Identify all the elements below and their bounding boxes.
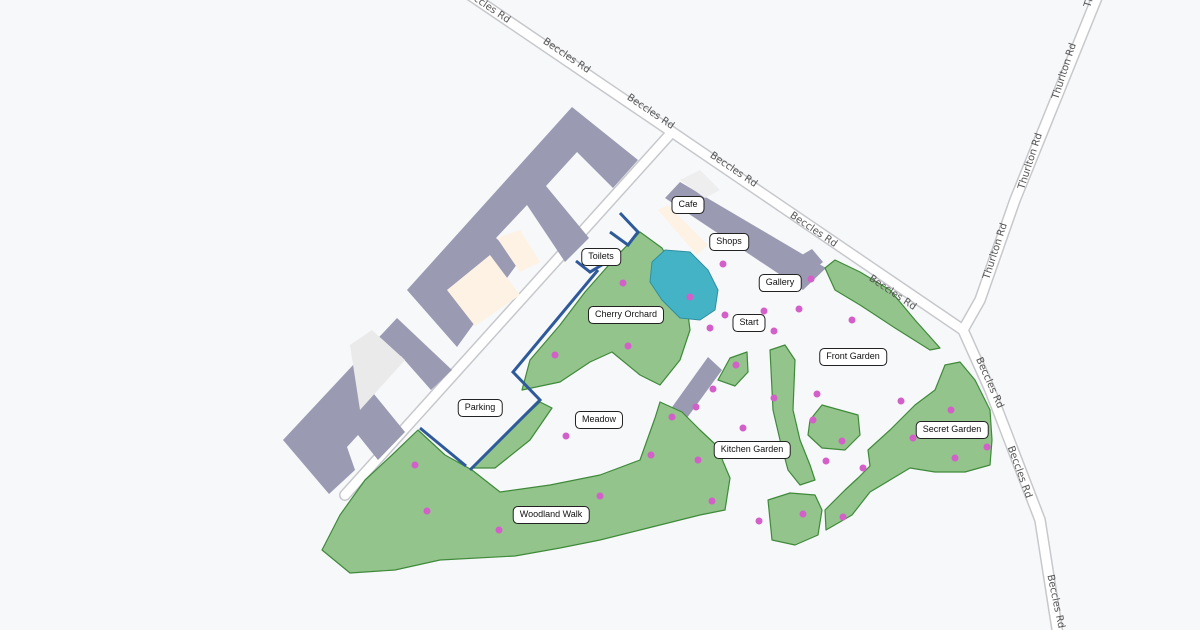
poi-marker[interactable] bbox=[706, 324, 714, 332]
poi-marker[interactable] bbox=[647, 451, 655, 459]
poi-marker[interactable] bbox=[755, 517, 763, 525]
label-meadow[interactable]: Meadow bbox=[574, 411, 624, 429]
poi-marker[interactable] bbox=[692, 403, 700, 411]
label-cherry-orchard[interactable]: Cherry Orchard bbox=[587, 306, 665, 324]
label-parking[interactable]: Parking bbox=[457, 399, 503, 417]
poi-marker[interactable] bbox=[694, 456, 702, 464]
poi-marker[interactable] bbox=[495, 526, 503, 534]
label-secret-garden[interactable]: Secret Garden bbox=[915, 421, 989, 439]
label-shops[interactable]: Shops bbox=[709, 233, 749, 251]
label-cafe[interactable]: Cafe bbox=[671, 196, 705, 214]
south-bed bbox=[767, 492, 823, 546]
poi-marker[interactable] bbox=[668, 413, 676, 421]
pond bbox=[649, 249, 719, 321]
poi-marker[interactable] bbox=[822, 457, 830, 465]
poi-marker[interactable] bbox=[760, 307, 768, 315]
front-garden-bed-round bbox=[807, 404, 861, 451]
poi-marker[interactable] bbox=[859, 464, 867, 472]
poi-marker[interactable] bbox=[848, 316, 856, 324]
poi-marker[interactable] bbox=[411, 461, 419, 469]
poi-marker[interactable] bbox=[813, 390, 821, 398]
kitchen-garden-bush bbox=[717, 351, 749, 387]
poi-marker[interactable] bbox=[719, 260, 727, 268]
poi-marker[interactable] bbox=[909, 434, 917, 442]
woodland-walk-area bbox=[321, 401, 731, 574]
building-gallery bbox=[790, 249, 823, 276]
poi-marker[interactable] bbox=[947, 406, 955, 414]
poi-marker[interactable] bbox=[951, 454, 959, 462]
poi-marker[interactable] bbox=[596, 492, 604, 500]
label-kitchen-garden[interactable]: Kitchen Garden bbox=[713, 441, 791, 459]
poi-marker[interactable] bbox=[807, 275, 815, 283]
poi-marker[interactable] bbox=[799, 510, 807, 518]
poi-marker[interactable] bbox=[795, 305, 803, 313]
label-woodland-walk[interactable]: Woodland Walk bbox=[512, 506, 590, 524]
poi-marker[interactable] bbox=[562, 432, 570, 440]
poi-markers bbox=[411, 260, 991, 534]
poi-marker[interactable] bbox=[619, 279, 627, 287]
building-lower-strip bbox=[670, 357, 722, 422]
poi-marker[interactable] bbox=[809, 416, 817, 424]
label-front-garden[interactable]: Front Garden bbox=[819, 348, 887, 366]
label-toilets[interactable]: Toilets bbox=[581, 248, 621, 266]
poi-marker[interactable] bbox=[624, 342, 632, 350]
label-start[interactable]: Start bbox=[732, 314, 766, 332]
poi-marker[interactable] bbox=[770, 394, 778, 402]
poi-marker[interactable] bbox=[708, 497, 716, 505]
front-garden-bed-long bbox=[769, 344, 816, 486]
road-label: Beccles Rd bbox=[708, 150, 759, 190]
poi-marker[interactable] bbox=[709, 385, 717, 393]
poi-marker[interactable] bbox=[983, 443, 991, 451]
label-gallery[interactable]: Gallery bbox=[758, 274, 802, 292]
poi-marker[interactable] bbox=[897, 397, 905, 405]
road-label: Thurlton Rd bbox=[1016, 132, 1045, 192]
poi-marker[interactable] bbox=[770, 327, 778, 335]
poi-marker[interactable] bbox=[686, 293, 694, 301]
road-label: Beccles Rd bbox=[541, 36, 592, 76]
poi-marker[interactable] bbox=[839, 513, 847, 521]
road-label: Beccles Rd bbox=[788, 210, 839, 250]
roads bbox=[339, 0, 1103, 630]
poi-marker[interactable] bbox=[551, 351, 559, 359]
poi-marker[interactable] bbox=[732, 361, 740, 369]
road-label: Th bbox=[1082, 0, 1097, 10]
front-garden-strip bbox=[824, 259, 941, 351]
secret-garden-area bbox=[824, 361, 993, 531]
poi-marker[interactable] bbox=[739, 424, 747, 432]
site-boundary bbox=[419, 211, 640, 472]
poi-marker[interactable] bbox=[838, 437, 846, 445]
poi-marker[interactable] bbox=[423, 507, 431, 515]
building-south-block bbox=[283, 318, 452, 494]
poi-marker[interactable] bbox=[721, 311, 729, 319]
footprints bbox=[350, 170, 720, 410]
buildings bbox=[283, 107, 826, 494]
